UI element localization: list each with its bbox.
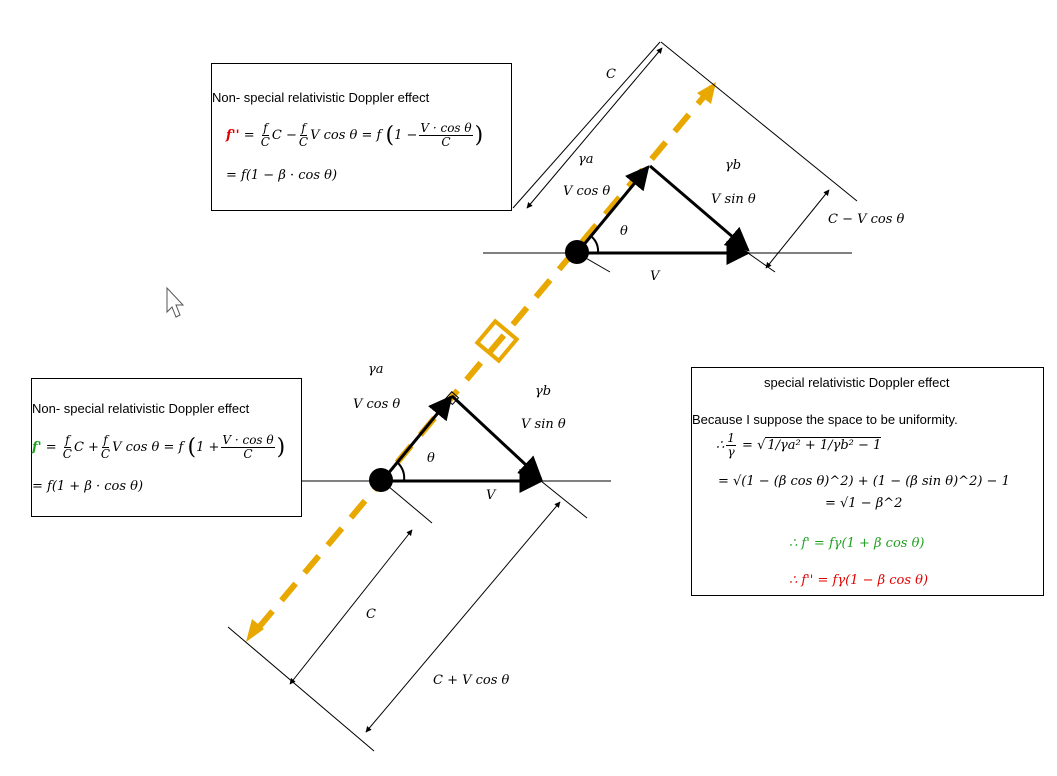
bottom-box-title: Non- special relativistic Doppler effect <box>32 401 250 416</box>
bottom-cplus-dim-line <box>365 501 561 733</box>
right-box-title: special relativistic Doppler effect <box>764 375 950 390</box>
label-theta-bottom: θ <box>427 451 435 466</box>
top-formula-box: Non- special relativistic Doppler effect… <box>211 63 512 211</box>
bottom-tick-b <box>540 480 588 519</box>
right-box-result-f-double-prime: ∴ f'' = fγ(1 − β cos θ) <box>789 573 929 588</box>
right-box-result-f-prime: ∴ f' = fγ(1 + β cos θ) <box>789 536 925 551</box>
label-gamma-b-bottom: γb <box>535 384 552 399</box>
top-vcos-arrow <box>575 165 650 254</box>
label-gamma-a-top: γa <box>578 152 594 167</box>
label-c-plus-vcos: C + V cos θ <box>433 673 510 688</box>
mouse-cursor-icon <box>166 286 185 318</box>
bottom-source-dot <box>369 468 393 492</box>
top-box-title: Non- special relativistic Doppler effect <box>212 90 430 105</box>
label-vcos-top: V cos θ <box>563 184 611 199</box>
top-cminus-dim-line <box>765 189 830 269</box>
label-vsin-top: V sin θ <box>711 192 756 207</box>
top-perp-line-b <box>660 41 858 202</box>
top-box-equation-2: = f(1 − β · cos θ) <box>226 168 338 183</box>
bottom-vcos-arrow <box>380 395 453 482</box>
label-c-top: C <box>606 67 616 82</box>
relativistic-formula-box: special relativistic Doppler effect Beca… <box>691 367 1044 596</box>
bottom-c-dim-line <box>289 529 413 685</box>
bottom-theta-arc <box>397 462 406 482</box>
label-v-bottom: V <box>486 488 496 503</box>
bottom-right-angle-mark <box>445 391 460 406</box>
label-vsin-bottom: V sin θ <box>521 417 566 432</box>
bottom-vsin-arrow <box>450 394 543 481</box>
bottom-box-equation-2: = f(1 + β · cos θ) <box>32 479 144 494</box>
bottom-perp-line-a <box>227 626 375 752</box>
right-box-line-4: = √1 − β^2 <box>825 496 903 511</box>
label-v-top: V <box>650 269 660 284</box>
label-gamma-b-top: γb <box>725 158 742 173</box>
label-vcos-bottom: V cos θ <box>353 397 401 412</box>
wave-arrowhead-top <box>697 82 716 104</box>
label-c-bottom: C <box>366 607 376 622</box>
top-vsin-arrow <box>649 164 750 252</box>
top-tick-b <box>747 252 776 273</box>
top-c-dim-line <box>526 47 663 209</box>
wave-arrowhead-bottom <box>246 619 264 642</box>
right-box-line-1: Because I suppose the space to be unifor… <box>692 412 958 427</box>
label-theta-top: θ <box>620 224 628 239</box>
top-theta-arc <box>591 236 600 254</box>
right-box-line-3: = √(1 − (β cos θ)^2) + (1 − (β sin θ)^2)… <box>718 474 1010 489</box>
label-c-minus-vcos: C − V cos θ <box>828 212 905 227</box>
wave-packet-square <box>474 318 520 364</box>
label-gamma-a-bottom: γa <box>368 362 384 377</box>
bottom-formula-box: Non- special relativistic Doppler effect… <box>31 378 302 517</box>
top-source-dot <box>565 240 589 264</box>
